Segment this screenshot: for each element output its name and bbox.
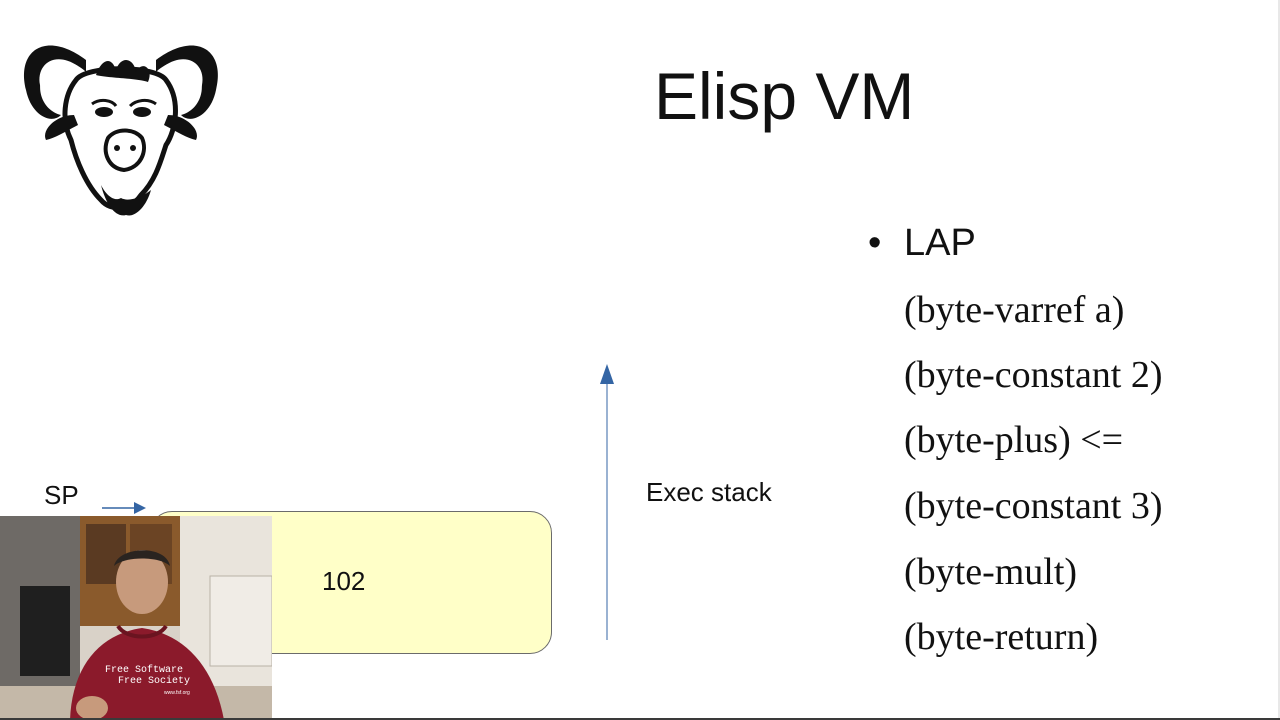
code-line: (byte-return): [904, 616, 1099, 658]
exec-stack-label: Exec stack: [646, 477, 772, 507]
bullet-item: • LAP: [868, 222, 976, 265]
exec-stack-arrow-icon: [600, 364, 614, 640]
slide-title: Elisp VM: [654, 59, 915, 133]
shirt-text-line1: Free Software: [105, 664, 183, 676]
bullet-dot-icon: •: [868, 222, 882, 264]
stack-value: 102: [322, 566, 366, 596]
stack-pointer-arrow-icon: [102, 502, 146, 514]
stack-pointer-label: SP: [44, 480, 79, 510]
bullet-text: LAP: [904, 222, 976, 264]
gnu-head-logo: [24, 45, 218, 216]
webcam-video-overlay: Free Software Free Society www.fsf.org: [0, 516, 272, 720]
shirt-url: www.fsf.org: [164, 690, 190, 696]
code-line: (byte-varref a): [904, 289, 1125, 331]
shirt-text-line2: Free Society: [118, 675, 190, 687]
code-line: (byte-plus) <=: [904, 419, 1124, 461]
code-line: (byte-constant 3): [904, 485, 1163, 527]
code-line: (byte-mult): [904, 551, 1078, 593]
slide-border-right: [1278, 0, 1280, 720]
slide-border-bottom: [0, 718, 1280, 720]
code-line: (byte-constant 2): [904, 354, 1163, 396]
